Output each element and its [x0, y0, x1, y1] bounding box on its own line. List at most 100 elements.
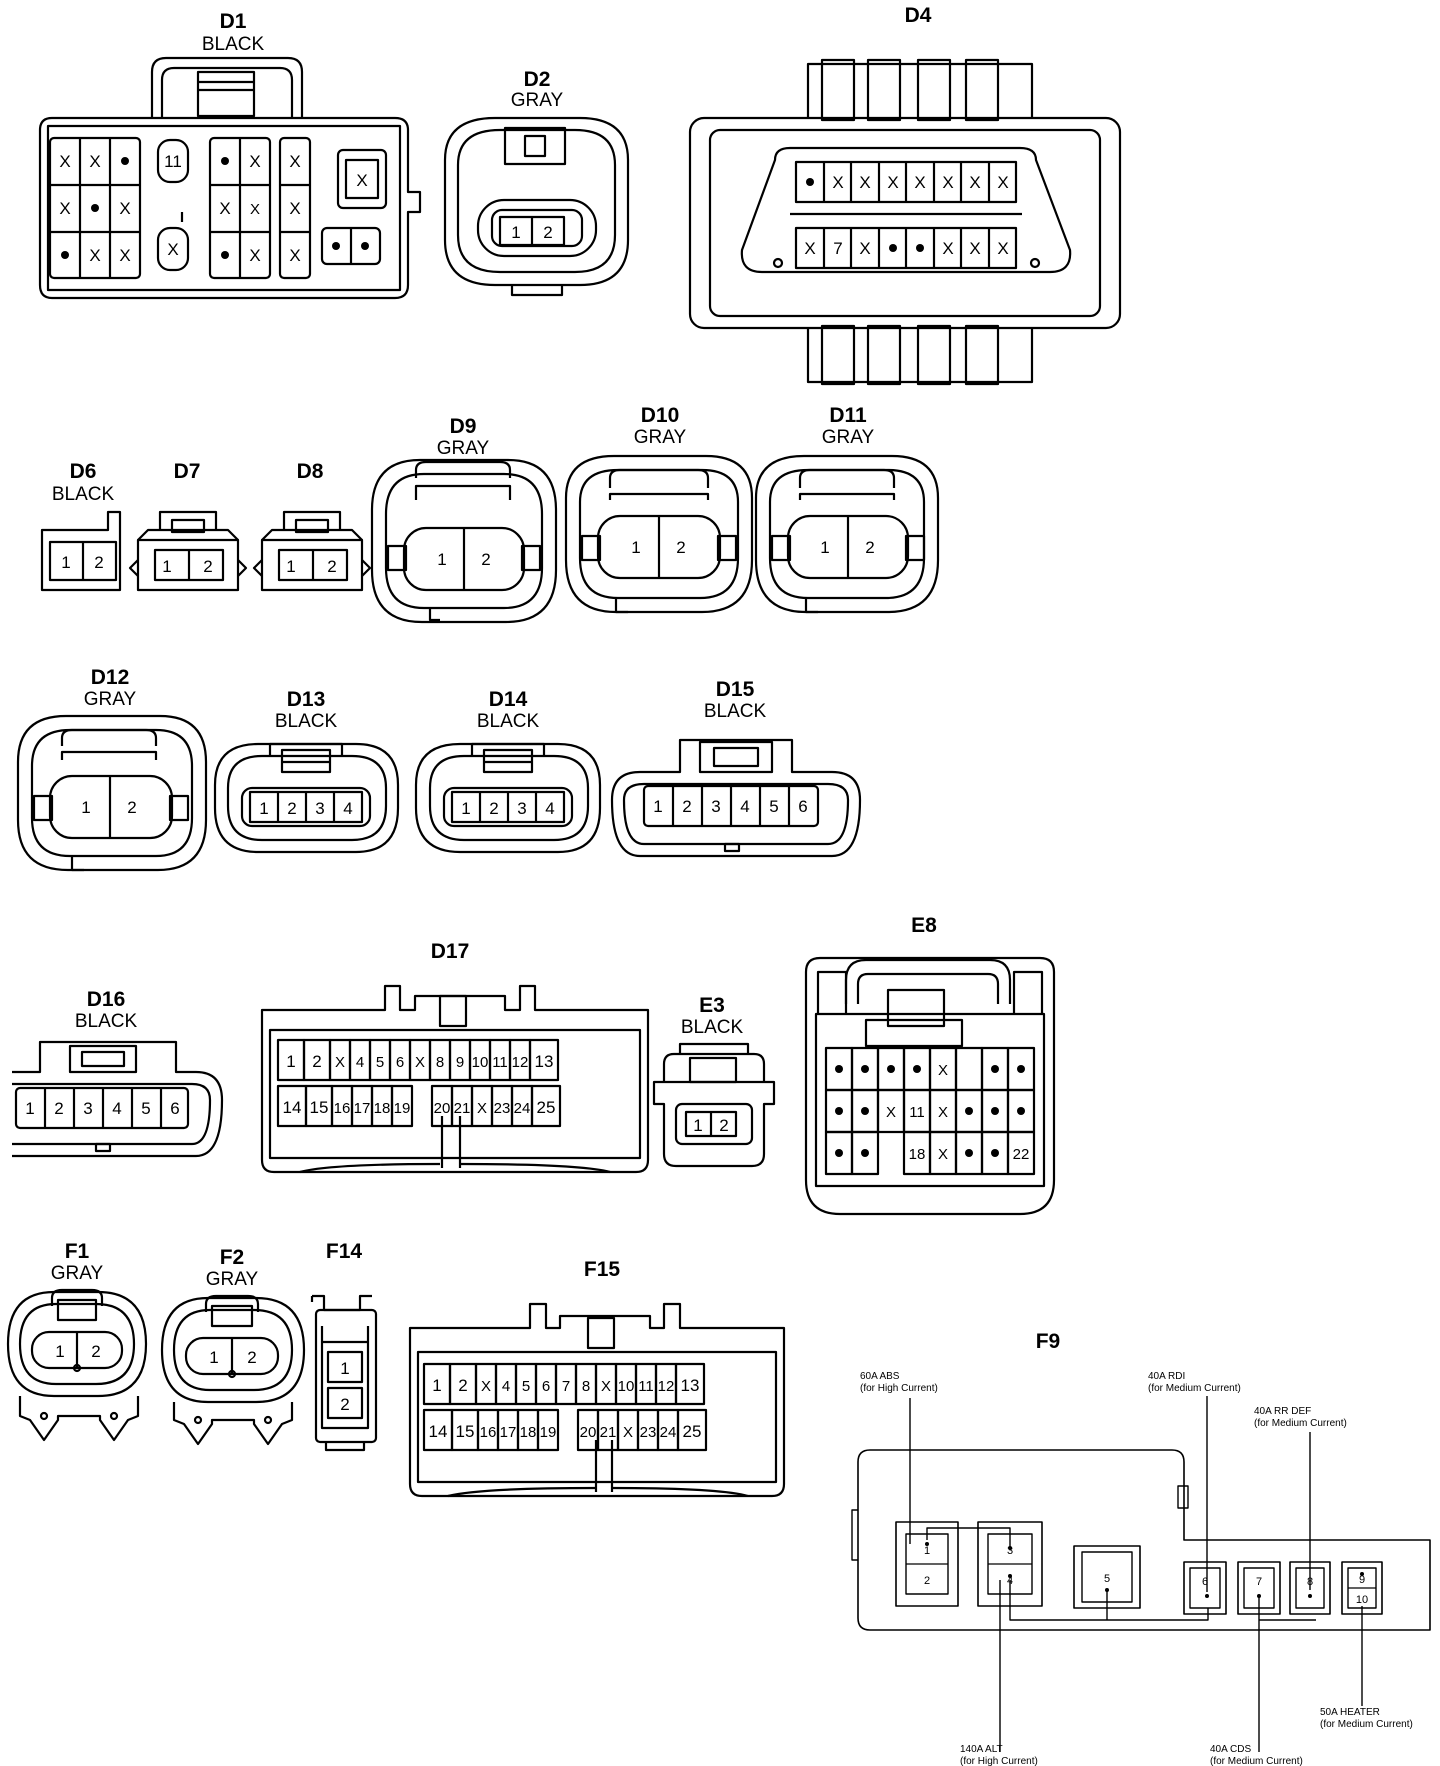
connector-d8: D8 1 2	[252, 460, 372, 592]
pin: 1	[55, 1342, 64, 1361]
connector-id: D16	[87, 988, 126, 1011]
connector-id: F15	[584, 1258, 621, 1281]
connector-f1: F1 GRAY 1 2	[6, 1240, 148, 1442]
pin: 2	[682, 797, 691, 816]
connector-d16: D16 BLACK 1 2 3 4 5 6	[12, 988, 224, 1158]
pin: X	[859, 173, 870, 192]
pin: X	[969, 239, 980, 258]
pin: 10	[618, 1378, 635, 1395]
pin: X	[249, 246, 260, 265]
connector-d2: D2 GRAY 1 2	[443, 68, 630, 297]
connector-color: BLACK	[477, 711, 540, 732]
pin: 6	[798, 797, 807, 816]
connector-id: D8	[297, 460, 324, 483]
svg-text:X: X	[289, 199, 300, 218]
pin: 9	[456, 1054, 464, 1071]
pin: 6	[1202, 1576, 1208, 1588]
pin: 1	[286, 1052, 295, 1071]
connector-id: E3	[699, 994, 725, 1017]
pin: X	[997, 173, 1008, 192]
pin: 5	[376, 1054, 384, 1071]
pin: 24	[514, 1100, 531, 1117]
connector-id: D7	[174, 460, 201, 483]
pin: 18	[520, 1424, 537, 1441]
pin: 3	[83, 1099, 92, 1118]
connector-d12: D12 GRAY 1 2	[16, 666, 208, 872]
pin: 11	[164, 152, 182, 171]
fuse-label-sub: (for Medium Current)	[1254, 1418, 1347, 1429]
pin: 1	[61, 553, 70, 572]
pin: X	[219, 199, 230, 218]
pin: X	[859, 239, 870, 258]
pin: 17	[500, 1424, 517, 1441]
connector-d4: D4 X X X X X X X	[688, 4, 1122, 386]
pin: X	[886, 1104, 896, 1121]
connector-color: GRAY	[206, 1269, 259, 1290]
pin: 2	[287, 799, 296, 818]
pin: X	[942, 173, 953, 192]
pin: 3	[711, 797, 720, 816]
pin: 2	[127, 798, 136, 817]
pin: 10	[472, 1054, 489, 1071]
pin: 1	[286, 557, 295, 576]
pin: 1	[653, 797, 662, 816]
pin: X	[969, 173, 980, 192]
connector-id: D4	[905, 4, 932, 27]
connector-id: F2	[220, 1246, 245, 1269]
pin: X	[938, 1104, 948, 1121]
pin: 4	[502, 1378, 510, 1395]
connector-id: D6	[70, 460, 97, 483]
pin: 15	[456, 1422, 475, 1441]
pin: 2	[91, 1342, 100, 1361]
connector-d10: D10 GRAY 1 2	[564, 404, 754, 614]
pin: 2	[54, 1099, 63, 1118]
pin: 2	[924, 1575, 930, 1587]
pin: 11	[638, 1378, 654, 1395]
connector-id: D12	[91, 666, 130, 689]
pin: 1	[81, 798, 90, 817]
pin: 1	[693, 1116, 702, 1135]
pin: 4	[356, 1054, 364, 1071]
pin: 11	[492, 1054, 508, 1071]
pin: 25	[537, 1098, 556, 1117]
connector-color: GRAY	[437, 438, 490, 459]
fuse-label-sub: (for Medium Current)	[1210, 1756, 1303, 1766]
pin: 6	[396, 1054, 404, 1071]
svg-text:X: X	[356, 171, 367, 190]
pin: X	[804, 239, 815, 258]
pin: 13	[535, 1052, 554, 1071]
connector-id: D9	[450, 415, 477, 438]
pin: X	[89, 246, 100, 265]
pin: 21	[454, 1100, 471, 1117]
pin: 5	[769, 797, 778, 816]
fuse-label: 40A CDS	[1210, 1744, 1251, 1755]
pin: 12	[658, 1378, 675, 1395]
pin: 7	[562, 1378, 570, 1395]
connector-id: D15	[716, 678, 755, 701]
pin: 2	[312, 1052, 321, 1071]
pin: 1	[162, 557, 171, 576]
pin: 9	[1359, 1574, 1365, 1586]
pin: X	[938, 1062, 948, 1079]
connector-d13: D13 BLACK 1 2 3 4	[213, 688, 400, 854]
pin: 4	[112, 1099, 121, 1118]
pin: X	[119, 246, 130, 265]
pin: X	[938, 1146, 948, 1163]
pin: 4	[545, 799, 554, 818]
pin: 1	[631, 538, 640, 557]
connector-color: GRAY	[511, 90, 564, 111]
connector-color: BLACK	[681, 1017, 744, 1038]
pin: 8	[436, 1054, 444, 1071]
pin: 1	[432, 1376, 441, 1395]
pin: 18	[909, 1146, 926, 1163]
fuse-label: 40A RDI	[1148, 1371, 1185, 1382]
svg-text:X: X	[997, 239, 1008, 258]
pin: 2	[203, 557, 212, 576]
pin: 5	[1104, 1573, 1110, 1585]
pin: 14	[283, 1098, 302, 1117]
pin: 8	[582, 1378, 590, 1395]
